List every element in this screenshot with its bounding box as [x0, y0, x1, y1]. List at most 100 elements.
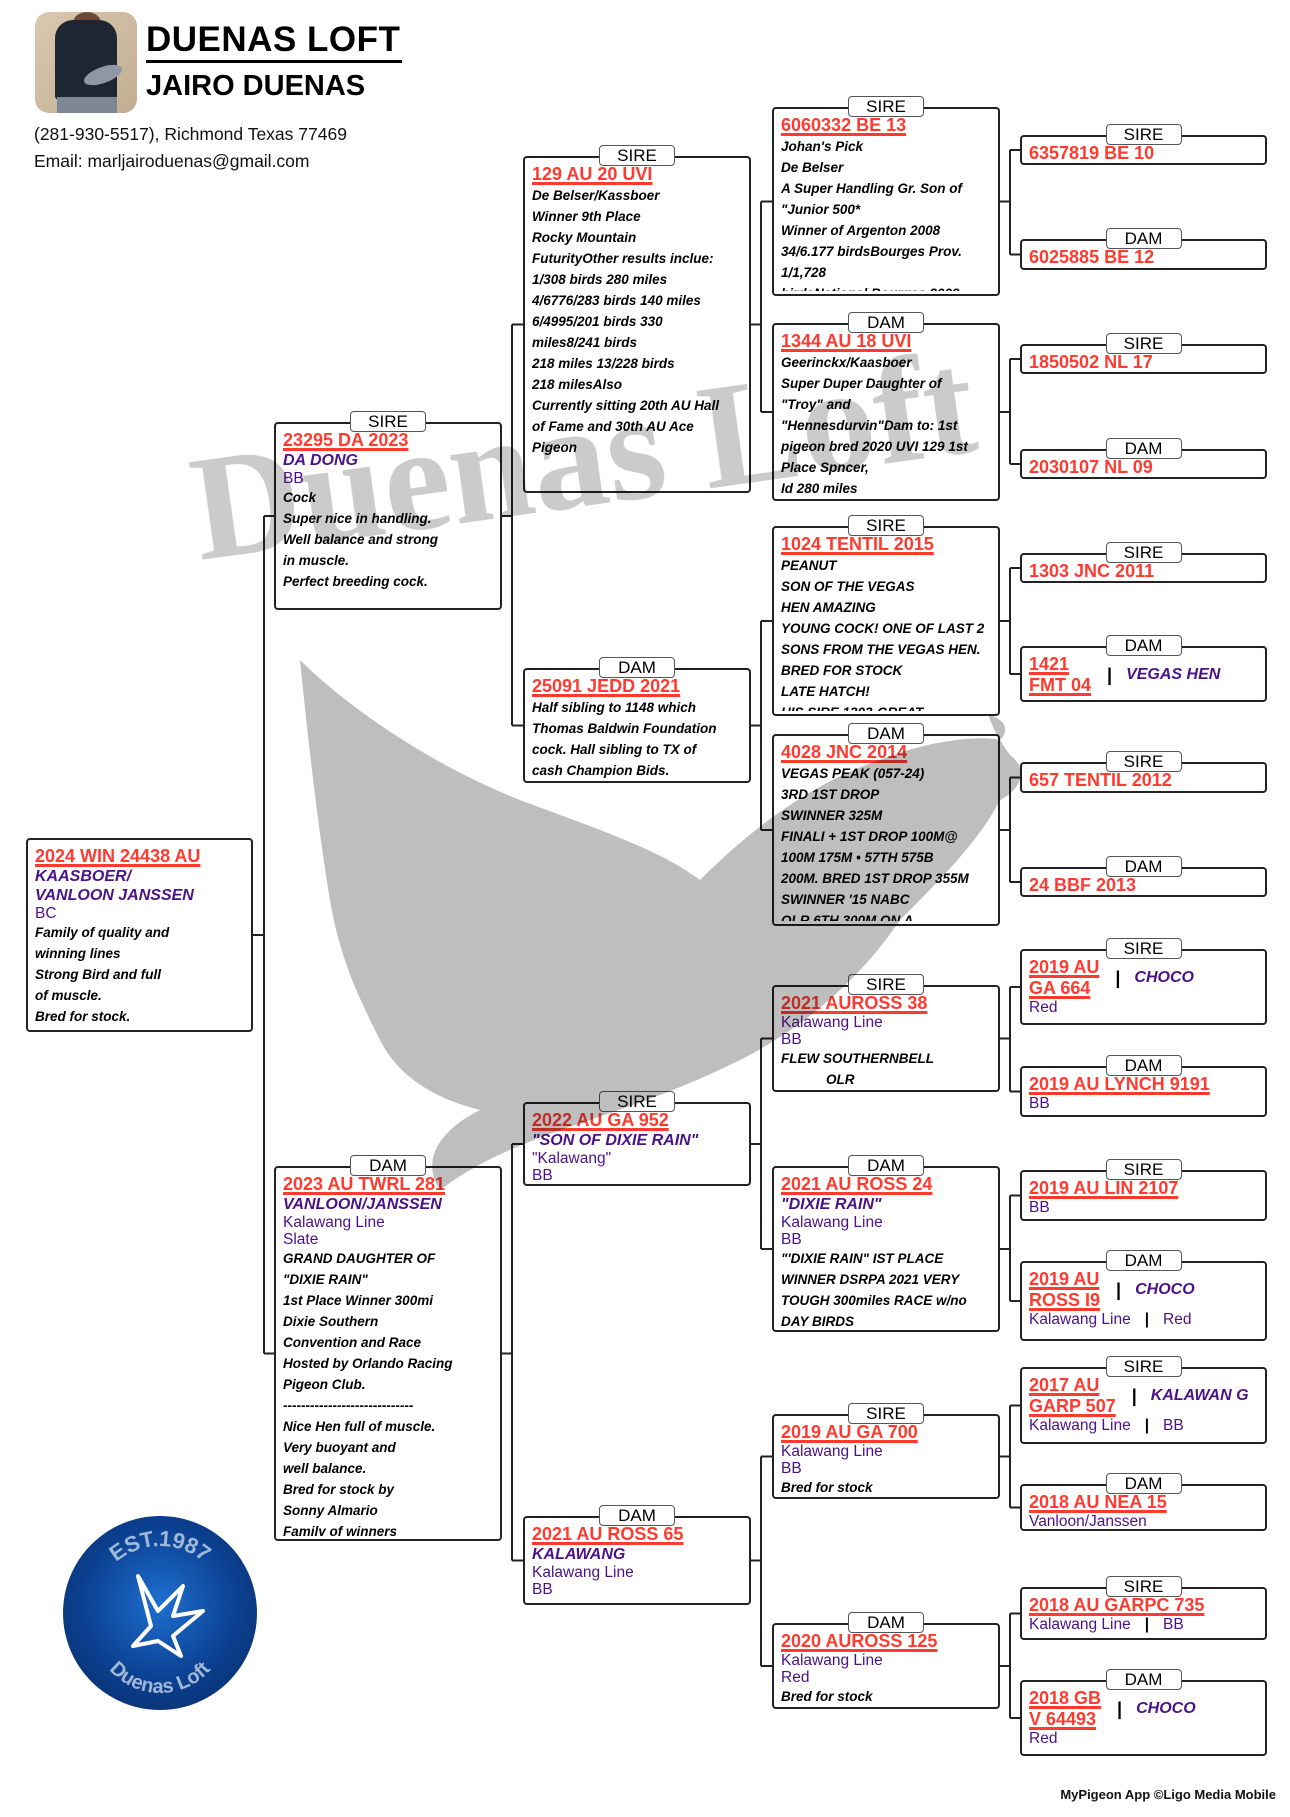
band-number-line[interactable]: 1303 JNC 2011: [1029, 561, 1155, 578]
band-number-line[interactable]: 2021 AU ROSS 65: [532, 1524, 684, 1544]
band-number-line[interactable]: 1850502 NL 17: [1029, 352, 1153, 369]
dam-tab: DAM: [599, 1505, 675, 1526]
card-line: Slate: [283, 1231, 319, 1248]
card-line: Family of quality and: [35, 925, 170, 940]
band-number-line[interactable]: 129 AU 20 UVI: [532, 164, 653, 184]
dam-tab: DAM: [1105, 228, 1182, 249]
dam-tab: DAM: [1105, 1250, 1182, 1271]
card-line: Nice Hen full of muscle.: [283, 1419, 436, 1434]
band-number-line[interactable]: 1421: [1029, 654, 1070, 674]
card-line: KAASBOER/: [35, 868, 132, 885]
band-number-line[interactable]: V 64493: [1029, 1709, 1097, 1729]
sire-tab: SIRE: [599, 145, 675, 166]
band-number: 2018 AU NEA 15: [1029, 1492, 1261, 1513]
card-line: Geerinckx/Kaasboer: [781, 355, 912, 370]
band-number-line[interactable]: FMT 04: [1029, 675, 1092, 695]
band-number-line[interactable]: 2021 AUROSS 38: [781, 993, 928, 1013]
band-number-line[interactable]: 23295 DA 2023: [283, 430, 409, 450]
band-number-line[interactable]: 2019 AU: [1029, 1269, 1100, 1289]
band-number-line[interactable]: 1024 TENTIL 2015: [781, 534, 934, 554]
band-number-line[interactable]: 2019 AU: [1029, 957, 1100, 977]
band-number-line[interactable]: 4028 JNC 2014: [781, 742, 908, 762]
band-number-line[interactable]: 2018 AU GARPC 735: [1029, 1595, 1205, 1615]
band-number-line[interactable]: 2021 AU ROSS 24: [781, 1174, 933, 1194]
band-number-line[interactable]: 2017 AU: [1029, 1375, 1100, 1395]
dam-tab: DAM: [848, 1612, 924, 1633]
card-line: Cock: [283, 490, 317, 505]
card-line: VANLOON/JANSSEN: [283, 1196, 442, 1213]
separator: |: [1144, 1417, 1150, 1434]
card-content: 6357819 BE 10: [1029, 143, 1261, 160]
band-number-line[interactable]: 6025885 BE 12: [1029, 247, 1155, 265]
band-number-line[interactable]: 2018 AU NEA 15: [1029, 1492, 1167, 1512]
card-line: Kalawang Line: [283, 1214, 385, 1231]
band-number-line[interactable]: 2020 AUROSS 125: [781, 1631, 938, 1651]
band-number-line[interactable]: 2019 AU LIN 2107: [1029, 1178, 1179, 1198]
band-number-line[interactable]: 2022 AU GA 952: [532, 1110, 669, 1130]
sire-tab: SIRE: [848, 515, 924, 536]
band-number-line[interactable]: 2024 WIN 24438 AU: [35, 846, 201, 866]
card-line: Bred for stock: [781, 1480, 873, 1494]
band-number-line[interactable]: GARP 507: [1029, 1396, 1116, 1416]
card-line: De Belser/Kassboer: [532, 188, 660, 203]
dam-tab: DAM: [599, 657, 675, 678]
band-number-line[interactable]: 2019 AU LYNCH 9191: [1029, 1074, 1210, 1094]
dam-tab: DAM: [1105, 438, 1182, 459]
card-line: FuturityOther results inclue:: [532, 251, 714, 266]
band-number-line[interactable]: 2018 GB: [1029, 1688, 1102, 1708]
card-line: "DIXIE RAIN": [781, 1196, 882, 1213]
band-number-line[interactable]: 657 TENTIL 2012: [1029, 770, 1172, 788]
band-number-line[interactable]: 6060332 BE 13: [781, 115, 907, 135]
band-number-line[interactable]: 6357819 BE 10: [1029, 143, 1155, 160]
band-number-line[interactable]: 2019 AU GA 700: [781, 1422, 918, 1442]
loft-logo: EST.1987 Duenas Loft: [63, 1516, 257, 1710]
band-number-line[interactable]: 2023 AU TWRL 281: [283, 1174, 446, 1194]
band-number-line[interactable]: 24 BBF 2013: [1029, 875, 1137, 892]
band-number: 2018 AU GARPC 735: [1029, 1595, 1261, 1616]
card-line: BB: [1029, 1095, 1050, 1112]
card-line: Super Duper Daughter of: [781, 376, 942, 391]
band-number-line[interactable]: 1344 AU 18 UVI: [781, 331, 912, 351]
strain-name: CHOCO: [1135, 1281, 1195, 1298]
band-number-line[interactable]: GA 664: [1029, 978, 1091, 998]
card-line: Bred for stock by: [283, 1482, 395, 1497]
band-number-line[interactable]: 25091 JEDD 2021: [532, 676, 681, 696]
card-line: in muscle.: [283, 553, 350, 568]
band-number-line[interactable]: ROSS I9: [1029, 1290, 1101, 1310]
card-line: FLEW SOUTHERNBELL: [781, 1051, 934, 1066]
band-number-line[interactable]: 2030107 NL 09: [1029, 457, 1153, 474]
